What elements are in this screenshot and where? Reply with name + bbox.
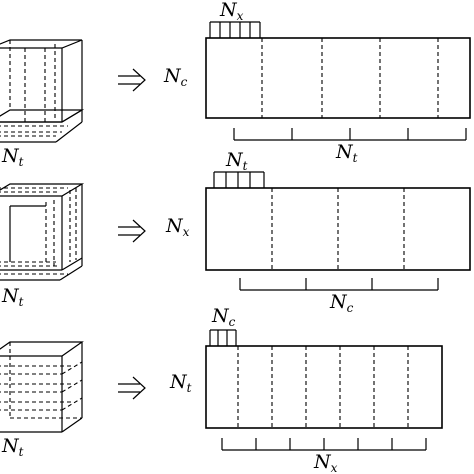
double-right-arrow-icon [118, 68, 146, 92]
top-bracket-row-2 [213, 171, 265, 188]
cube-row-3 [0, 341, 84, 433]
bottom-bracket-row-3 [221, 438, 427, 451]
top-bracket-row-3 [209, 329, 237, 346]
row-2: Nt Nx Nt Nc [0, 149, 471, 315]
bottom-label-row-1: Nt [335, 141, 358, 165]
top-label-row-1: Nx [219, 0, 244, 23]
bottom-bracket-row-2 [239, 278, 439, 291]
bottom-bracket-row-1 [233, 128, 467, 141]
row-1: Nt Nc Nx [0, 0, 471, 169]
top-label-row-3: Nc [211, 305, 236, 329]
matrix-row-2 [205, 187, 471, 271]
cube-label-row-2: Nt [1, 285, 24, 309]
double-right-arrow-icon [118, 376, 146, 400]
cube-row-1 [0, 39, 85, 143]
matrix-row-1 [205, 37, 471, 119]
cube-row-2 [0, 183, 85, 281]
cube-label-row-1: Nt [1, 145, 24, 169]
top-label-row-2: Nt [225, 149, 248, 173]
bottom-label-row-3: Nx [313, 451, 338, 474]
side-label-row-3: Nt [169, 371, 192, 395]
top-bracket-row-1 [209, 21, 261, 38]
side-label-row-2: Nx [165, 215, 190, 239]
matrix-row-3 [205, 345, 443, 429]
cube-label-row-3: Nt [1, 435, 24, 459]
row-3: Nt Nt Nc [0, 305, 443, 474]
double-right-arrow-icon [118, 219, 146, 243]
bottom-label-row-2: Nc [329, 291, 354, 315]
side-label-row-1: Nc [163, 65, 188, 89]
